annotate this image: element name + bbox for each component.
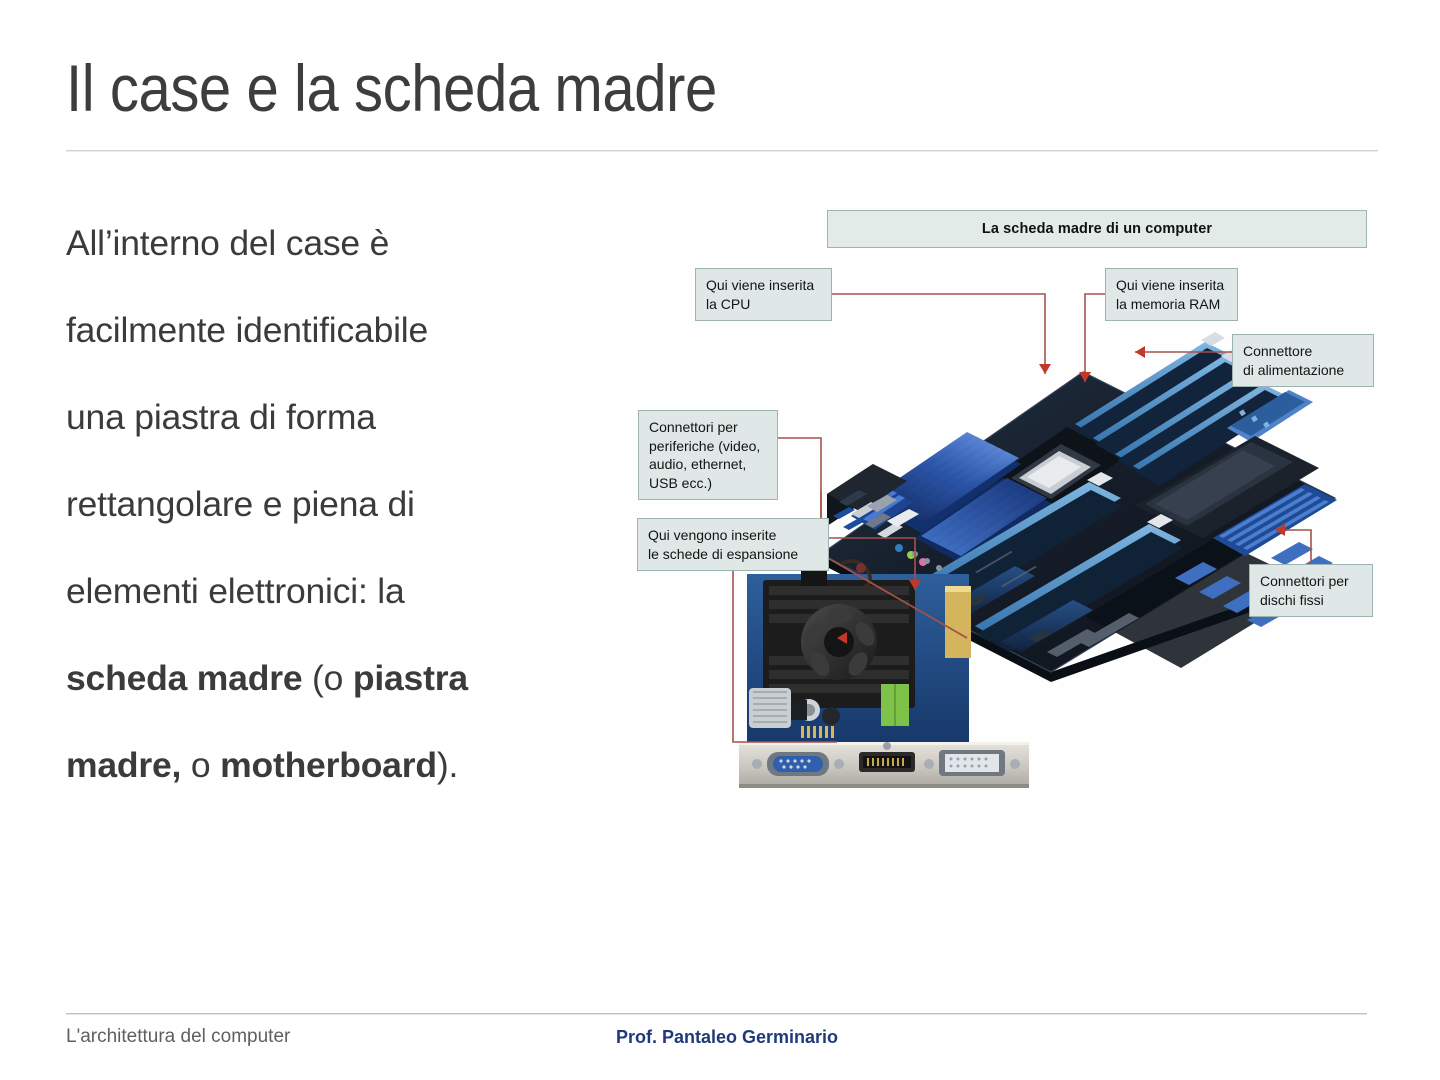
- callout-disk-line2: dischi fissi: [1260, 591, 1324, 608]
- body-text-run: facilmente identificabile: [66, 310, 429, 350]
- body-text-run: rettangolare e piena di: [66, 484, 415, 524]
- callout-cpu-line1: Qui viene inserita: [706, 277, 815, 293]
- callout-ram-line1: Qui viene inserita: [1116, 277, 1225, 293]
- title-divider: [66, 150, 1378, 151]
- body-line: All’interno del case è: [66, 200, 586, 287]
- callout-power-line2: di alimentazione: [1243, 361, 1345, 378]
- callout-peripherals-line4: USB ecc.): [649, 474, 713, 491]
- callout-peripherals-line2: periferiche (video,: [649, 437, 761, 454]
- callout-ram: Qui viene inserita la memoria RAM: [1105, 268, 1238, 322]
- figure-banner-title: La scheda madre di un computer: [827, 210, 1367, 248]
- callout-peripherals: Connettori per periferiche (video, audio…: [638, 410, 778, 501]
- body-text-run: All’interno del case è: [66, 223, 390, 263]
- footer-divider: [66, 1013, 1367, 1014]
- callout-power-connector: Connettore di alimentazione: [1232, 334, 1374, 388]
- body-line: una piastra di forma: [66, 374, 586, 461]
- body-text-emphasis: madre,: [66, 745, 182, 785]
- body-paragraph: All’interno del case è facilmente identif…: [66, 200, 586, 809]
- footer-author: Prof. Pantaleo Germinario: [616, 1027, 839, 1047]
- callout-peripherals-line1: Connettori per: [649, 419, 738, 435]
- footer-section-label: L'architettura del computer: [66, 1026, 291, 1047]
- callout-disk-connectors: Connettori per dischi fissi: [1249, 564, 1373, 618]
- callout-cpu-line2: la CPU: [706, 295, 751, 312]
- callout-cpu: Qui viene inserita la CPU: [695, 268, 832, 322]
- callout-power-line1: Connettore: [1243, 343, 1313, 359]
- body-text-emphasis: scheda madre: [66, 658, 303, 698]
- body-line: elementi elettronici: la: [66, 548, 586, 635]
- body-text-emphasis: piastra: [352, 658, 468, 698]
- body-line: madre, o motherboard).: [66, 722, 586, 809]
- callout-disk-line1: Connettori per: [1260, 573, 1349, 589]
- body-line: facilmente identificabile: [66, 287, 586, 374]
- body-text-run: (o: [302, 658, 353, 698]
- motherboard-figure: La scheda madre di un computer Qui viene…: [615, 186, 1383, 790]
- page-title: Il case e la scheda madre: [66, 51, 717, 125]
- body-text-emphasis: motherboard: [220, 745, 437, 785]
- body-line: scheda madre (o piastra: [66, 635, 586, 722]
- callout-peripherals-line3: audio, ethernet,: [649, 456, 747, 473]
- callout-expansion-line2: le schede di espansione: [648, 545, 799, 562]
- body-text-run: elementi elettronici: la: [66, 571, 405, 611]
- body-text-run: ).: [436, 745, 459, 785]
- body-line: rettangolare e piena di: [66, 461, 586, 548]
- callout-ram-line2: la memoria RAM: [1116, 295, 1221, 312]
- callout-expansion-cards: Qui vengono inserite le schede di espans…: [637, 518, 829, 572]
- body-text-run: o: [181, 745, 221, 785]
- body-text-run: una piastra di forma: [66, 397, 376, 437]
- motherboard-photo: [732, 293, 1337, 788]
- callout-expansion-line1: Qui vengono inserite: [648, 527, 777, 543]
